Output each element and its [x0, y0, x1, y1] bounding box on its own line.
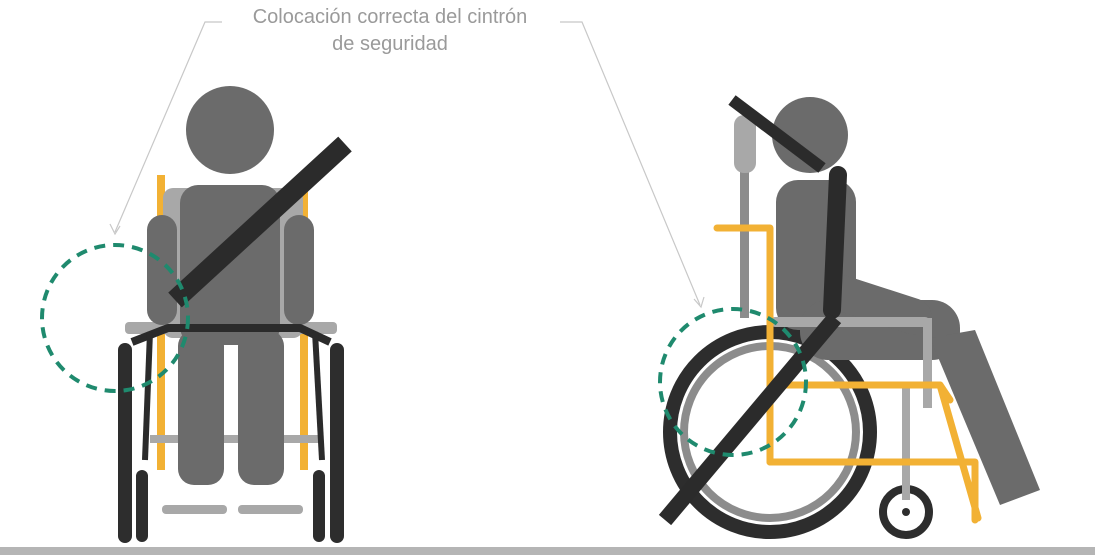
leg-left — [178, 330, 224, 485]
caster-fork — [902, 385, 910, 500]
floor-line — [0, 547, 1095, 555]
side-armrest-post — [923, 318, 932, 408]
caster-hub — [902, 508, 910, 516]
wheel-right-inner — [313, 470, 325, 542]
footrest-right — [238, 505, 303, 514]
upper-arm-right — [284, 215, 314, 325]
footrest-left — [162, 505, 227, 514]
leg-right — [238, 330, 284, 485]
cross-bar — [150, 435, 320, 443]
lap-belt-strap-left — [145, 332, 150, 460]
wheel-left-front — [118, 343, 132, 543]
head — [186, 86, 274, 174]
side-armrest — [770, 317, 930, 327]
headrest — [734, 115, 756, 173]
wheel-left-inner — [136, 470, 148, 542]
side-shoulder-belt — [832, 175, 838, 310]
leader-arrow-front — [110, 224, 120, 234]
leader-line-side — [560, 22, 700, 305]
front-view — [42, 86, 345, 543]
headrest-post — [740, 168, 749, 318]
wheel-right-front — [330, 343, 344, 543]
side-view — [660, 97, 1040, 535]
